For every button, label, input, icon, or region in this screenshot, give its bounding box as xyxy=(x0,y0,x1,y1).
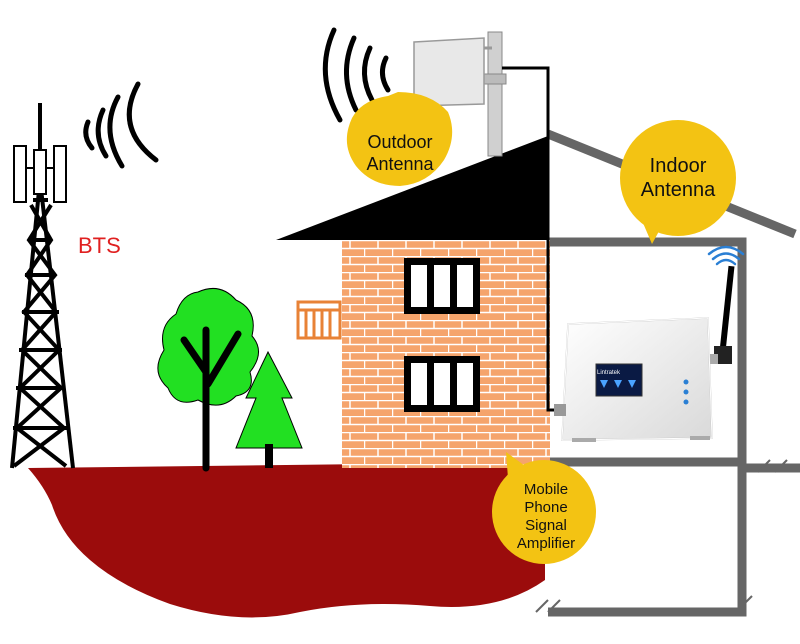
amplifier-device-icon: Lintratek xyxy=(554,317,713,442)
amplifier-label-line2: Phone xyxy=(524,499,567,516)
indoor-antenna-callout: Indoor Antenna xyxy=(620,120,736,244)
roof-edge xyxy=(330,222,342,240)
ground xyxy=(28,462,545,618)
cell-tower-icon xyxy=(10,103,75,469)
outdoor-antenna-callout: Outdoor Antenna xyxy=(346,92,453,186)
amplifier-callout: Mobile Phone Signal Amplifier xyxy=(492,452,596,564)
outdoor-antenna-label-line1: Outdoor xyxy=(367,132,432,152)
pine-tree-icon xyxy=(235,350,303,468)
signal-waves-icon xyxy=(83,81,159,169)
panel-antenna-icon xyxy=(413,37,492,107)
device-brand-text: Lintratek xyxy=(597,370,621,376)
antenna-pole xyxy=(487,31,503,157)
balcony xyxy=(296,300,342,340)
window-upper xyxy=(404,258,480,314)
foundation-hatch xyxy=(535,459,788,613)
amplifier-label-line1: Mobile xyxy=(524,481,568,498)
window-lower xyxy=(404,356,480,412)
wifi-icon xyxy=(707,245,745,266)
pole-clamp xyxy=(483,73,507,85)
indoor-antenna-label-line1: Indoor xyxy=(650,155,707,177)
whip-antenna-icon xyxy=(708,265,735,364)
roof xyxy=(276,136,548,240)
indoor-antenna-label-line2: Antenna xyxy=(641,179,716,201)
outdoor-antenna-label-line2: Antenna xyxy=(366,154,434,174)
bts-label: BTS xyxy=(78,233,121,258)
outdoor-signal-waves xyxy=(322,27,391,123)
amplifier-label-line4: Amplifier xyxy=(517,535,575,552)
tower-panel-antennas xyxy=(13,145,67,203)
amplifier-label-line3: Signal xyxy=(525,517,567,534)
tree-icon xyxy=(157,287,259,472)
